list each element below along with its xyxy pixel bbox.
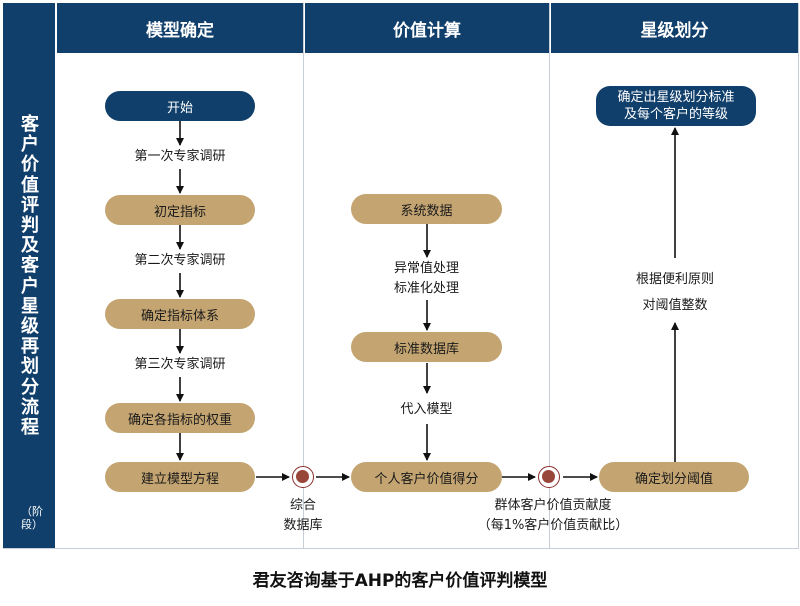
process-node: 初定指标 [105, 195, 255, 225]
column-header-model: 模型确定 [57, 3, 303, 53]
junction-label-line2: 数据库 [283, 518, 323, 533]
junction-label-line2: （每1%客户价值贡献比） [477, 518, 629, 533]
step-label-line2: 对阈值整数 [642, 298, 708, 313]
process-title: 客户价值评判及客户星级再划分流程 [21, 114, 39, 439]
column-divider [549, 3, 550, 549]
figure-caption: 君友咨询基于AHP的客户价值评判模型 [252, 571, 548, 591]
step-label: 第一次专家调研 [134, 149, 226, 164]
junction-node [538, 466, 560, 488]
stage-sidebar: 客户价值评判及客户星级再划分流程 （阶段） [3, 3, 55, 549]
column-divider [303, 3, 304, 549]
step-label-line1: 异常值处理 [393, 261, 459, 276]
step-label: 第二次专家调研 [134, 253, 226, 268]
process-node: 系统数据 [351, 194, 502, 224]
step-label: 第三次专家调研 [134, 357, 226, 372]
final-result-node: 确定出星级划分标准 及每个客户的等级 [596, 86, 756, 126]
step-label-line2: 标准化处理 [393, 281, 459, 296]
final-result-line1: 确定出星级划分标准 [617, 90, 735, 105]
process-node: 确定各指标的权重 [105, 403, 255, 433]
junction-label-line1: 群体客户价值贡献度 [494, 498, 612, 513]
frame-border [798, 3, 799, 549]
junction-label-line1: 综合 [289, 498, 316, 513]
column-header-value: 价值计算 [305, 3, 549, 53]
junction-node [292, 466, 314, 488]
process-node: 确定指标体系 [105, 299, 255, 329]
step-label: 代入模型 [400, 402, 453, 417]
final-result-line2: 及每个客户的等级 [623, 107, 728, 122]
process-node: 确定划分阈值 [599, 462, 749, 492]
start-node: 开始 [105, 91, 255, 121]
frame-border [3, 548, 799, 549]
process-node: 建立模型方程 [105, 462, 255, 492]
column-header-star: 星级划分 [551, 3, 798, 53]
process-node: 个人客户价值得分 [351, 462, 502, 492]
process-node: 标准数据库 [351, 332, 502, 362]
step-label-line1: 根据便利原则 [635, 272, 714, 287]
